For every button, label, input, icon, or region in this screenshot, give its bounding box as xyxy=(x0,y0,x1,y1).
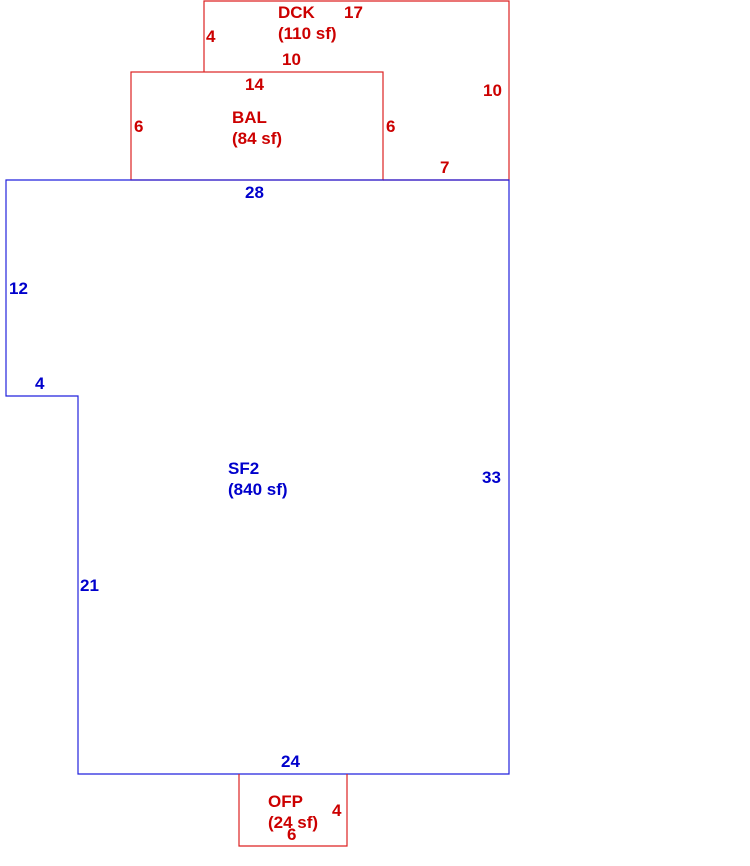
ofp-right-dimension: 4 xyxy=(332,801,342,820)
bal-top-dimension: 14 xyxy=(245,75,264,94)
bal-area-label: (84 sf) xyxy=(232,129,282,148)
sf2-code-label: SF2 xyxy=(228,459,259,478)
dck-left-dimension: 4 xyxy=(206,27,216,46)
ofp-code-label: OFP xyxy=(268,792,303,811)
dck-bottom-dimension: 10 xyxy=(282,50,301,69)
sf2-notch-dimension: 4 xyxy=(35,374,45,393)
ofp-bottom-dimension: 6 xyxy=(287,825,296,844)
dck-top-dimension: 17 xyxy=(344,3,363,22)
sf2-top-dimension: 28 xyxy=(245,183,264,202)
dck-code-label: DCK xyxy=(278,3,316,22)
sf2-outline xyxy=(5,179,510,775)
bal-code-label: BAL xyxy=(232,108,267,127)
dck-right-dimension: 10 xyxy=(483,81,502,100)
sf2-area-label: (840 sf) xyxy=(228,480,288,499)
dck-lower-dimension: 7 xyxy=(440,158,449,177)
dck-area-label: (110 sf) xyxy=(278,24,337,43)
sf2-left-lower-dimension: 21 xyxy=(80,576,99,595)
bal-right-dimension: 6 xyxy=(386,117,395,136)
ofp-area-label: (24 sf) xyxy=(268,813,318,832)
sf2-left-upper-dimension: 12 xyxy=(9,279,28,298)
ofp-outline xyxy=(238,774,348,847)
bal-left-dimension: 6 xyxy=(134,117,143,136)
sf2-bottom-dimension: 24 xyxy=(281,752,300,771)
sf2-right-dimension: 33 xyxy=(482,468,501,487)
